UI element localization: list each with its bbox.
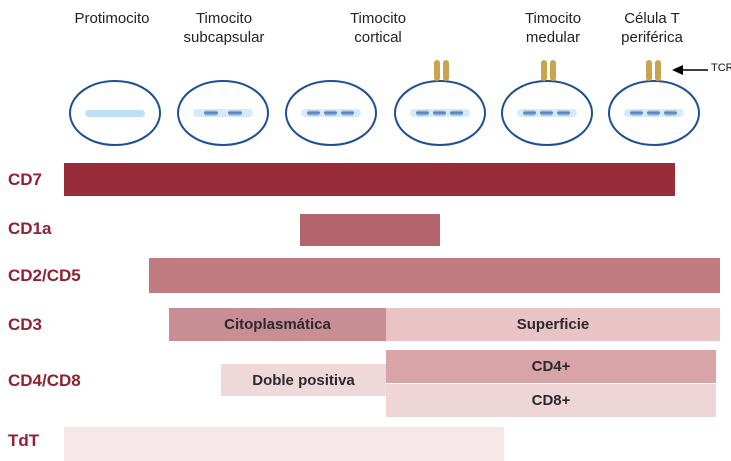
bar-cd3-cytoplasmic — [169, 308, 386, 341]
bar-label-double-positive: Doble positiva — [252, 371, 355, 389]
cell-cortical — [285, 80, 377, 146]
stage-label-subcapsular: Timocito subcapsular — [183, 10, 265, 46]
stage-label-protimocito: Protimocito — [74, 10, 150, 27]
marker-label-tdt: TdT — [8, 431, 40, 450]
bar-label-cd8: CD8+ — [531, 392, 571, 409]
cell-tcr-2 — [501, 60, 593, 146]
cell-protimocito — [69, 80, 161, 146]
marker-label-cd3: CD3 — [8, 315, 43, 334]
bar-label-cd4: CD4+ — [531, 358, 571, 375]
bar-cd1a — [300, 214, 440, 246]
marker-label-cd2cd5: CD2/CD5 — [8, 266, 81, 285]
cell-subcapsular — [177, 80, 269, 146]
bar-double-positive — [221, 364, 386, 396]
thymocyte-cells-diagram — [69, 60, 708, 146]
marker-label-cd1a: CD1a — [8, 219, 52, 238]
cell-tcr-3 — [608, 60, 700, 146]
bar-label-cytoplasmic: Citoplasmática — [224, 316, 331, 333]
bar-tdt — [64, 427, 504, 461]
bar-label-surface: Superficie — [516, 316, 590, 333]
bar-cd2cd5 — [149, 258, 720, 293]
tcr-label: TCR — [711, 62, 731, 74]
stage-label-medular: Timocito medular — [524, 10, 582, 46]
bar-cd7 — [64, 163, 675, 196]
cell-tcr-1 — [394, 60, 486, 146]
bar-cd4 — [386, 350, 716, 383]
tcr-arrow-icon — [672, 65, 708, 75]
stage-label-cortical: Timocito cortical — [349, 10, 407, 46]
bar-cd3-surface — [386, 308, 720, 341]
marker-label-cd7: CD7 — [8, 170, 43, 189]
stage-label-periferica: Célula T periférica — [621, 10, 683, 46]
marker-label-cd4cd8: CD4/CD8 — [8, 371, 81, 390]
bar-cd8 — [386, 384, 716, 417]
